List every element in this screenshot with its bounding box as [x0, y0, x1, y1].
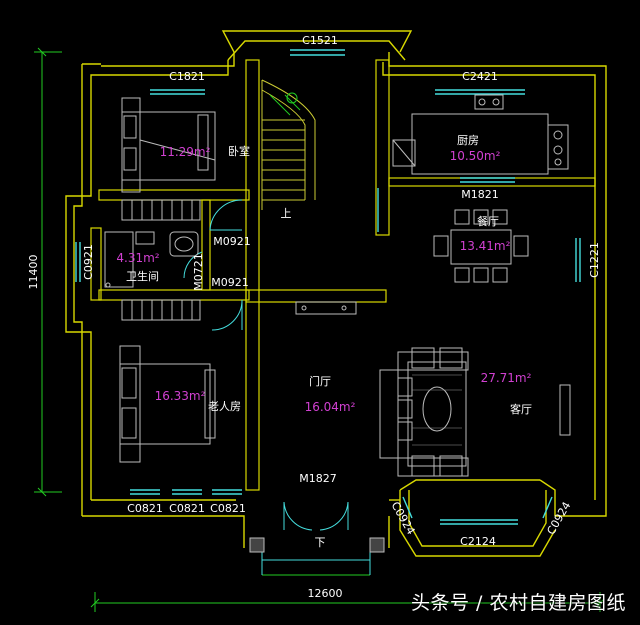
- rug-pattern: [412, 374, 462, 446]
- room-area-hall: 16.04m²: [305, 400, 356, 414]
- door-label-bathroom: M0721: [192, 253, 205, 291]
- window-label-bay-left: C0924: [388, 500, 417, 537]
- door-label-kitchen: M1821: [461, 188, 499, 201]
- labels: C1521 C1821 C2421 C0921 C1221 C0821 C082…: [27, 34, 601, 600]
- stair-up-label: 上: [281, 207, 292, 220]
- window-label-top-left: C1821: [169, 70, 205, 83]
- room-name-hall: 门厅: [309, 374, 331, 388]
- room-area-bathroom: 4.31m²: [116, 251, 159, 265]
- interior-walls: [90, 59, 596, 491]
- window-label-bottom-3: C0821: [210, 502, 246, 515]
- dimension-lines: [34, 47, 605, 612]
- window-label-bottom-2: C0821: [169, 502, 205, 515]
- window-label-bay-front: C2124: [460, 535, 496, 548]
- stair-down-label: 下: [315, 536, 326, 549]
- staircase: [261, 79, 316, 210]
- door-swings: [183, 199, 371, 575]
- window-label-bottom-1: C0821: [127, 502, 163, 515]
- window-label-left: C0921: [82, 244, 95, 280]
- entrance-steps: [249, 537, 385, 553]
- door-label-elder: M0921: [211, 276, 249, 289]
- room-name-bathroom: 卫生间: [126, 269, 159, 283]
- room-name-bedroom: 卧室: [228, 144, 250, 158]
- window-label-top-stair: C1521: [302, 34, 338, 47]
- room-name-kitchen: 厨房: [457, 134, 479, 147]
- window-label-top-right: C2421: [462, 70, 498, 83]
- room-name-dining: 餐厅: [477, 214, 499, 228]
- room-area-kitchen: 10.50m²: [450, 149, 501, 163]
- window-label-right: C1221: [588, 242, 601, 278]
- overall-width-dim: 12600: [308, 587, 343, 600]
- door-label-entrance: M1827: [299, 472, 337, 485]
- room-area-elder: 16.33m²: [155, 389, 206, 403]
- windows: [75, 49, 581, 525]
- furniture: [104, 94, 571, 477]
- room-name-elder: 老人房: [208, 400, 241, 413]
- room-area-living: 27.71m²: [481, 371, 532, 385]
- room-name-living: 客厅: [510, 402, 532, 416]
- watermark: 头条号 / 农村自建房图纸: [411, 592, 626, 614]
- area-labels: 11.29m² 10.50m² 13.41m² 4.31m² 16.33m² 1…: [116, 145, 531, 414]
- door-label-bedroom: M0921: [213, 235, 251, 248]
- overall-depth-dim: 11400: [27, 255, 40, 290]
- room-area-bedroom: 11.29m²: [160, 145, 211, 159]
- room-area-dining: 13.41m²: [460, 239, 511, 253]
